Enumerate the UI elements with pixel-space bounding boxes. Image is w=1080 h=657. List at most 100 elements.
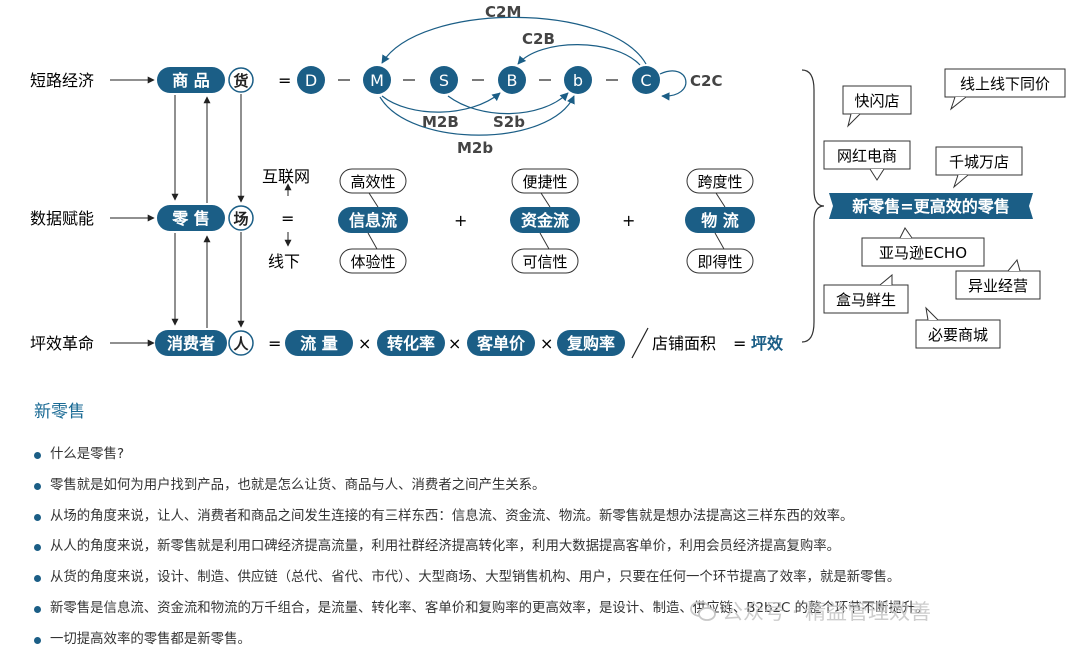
flow-1-connector-bottom <box>367 232 378 250</box>
row-label-efficiency: 坪效革命 <box>30 334 94 353</box>
flow-3-top: 跨度性 <box>697 173 742 191</box>
flow-3-connector-top <box>715 192 726 208</box>
arc-label-c2b: C2B <box>522 30 555 48</box>
chain-node-b-upper <box>498 66 526 94</box>
bubble-same-price <box>944 68 1066 98</box>
term-aov-pill <box>467 330 535 356</box>
right-brace <box>801 69 825 343</box>
new-retail-diagram: 短路经济 数据赋能 坪效革命 商 品 货 零 售 场 消费者 人 = D M S… <box>30 3 1066 359</box>
bubble-amazon-echo-text: 亚马逊ECHO <box>879 244 967 262</box>
chain-node-c-label: C <box>640 71 651 90</box>
times-1: × <box>358 334 371 353</box>
chain-node-b-lower-label: b <box>573 71 583 90</box>
bubble-hema <box>823 284 909 314</box>
flow-2-top-pill <box>511 168 579 194</box>
arc-m2b <box>381 92 501 113</box>
bullet-item: 从货的角度来说，设计、制造、供应链（总代、省代、市代）、大型商场、大型销售机构、… <box>34 563 929 594</box>
chain-equals: = <box>278 71 291 90</box>
pill-retail-label: 零 售 <box>171 209 210 228</box>
term-repurchase: 复购率 <box>566 334 615 353</box>
term-repurchase-pill <box>557 330 625 356</box>
bubble-flash-store-text: 快闪店 <box>854 92 899 110</box>
flow-plus-1: + <box>454 211 467 230</box>
pill-goods-label: 商 品 <box>172 71 210 90</box>
arc-label-s2b: S2b <box>493 113 525 131</box>
bubble-flash-store <box>842 85 912 115</box>
arc-c2b <box>517 44 641 66</box>
bubble-thousand-cities <box>935 146 1023 176</box>
times-3: × <box>540 334 553 353</box>
bullet-item: 零售就是如何为用户找到产品，也就是怎么让货、商品与人、消费者之间产生关系。 <box>34 471 929 502</box>
flow-2-main: 资金流 <box>521 211 569 230</box>
flow-2-main-pill <box>510 207 580 233</box>
pill-goods <box>157 67 225 93</box>
flow-3-top-pill <box>686 168 754 194</box>
chain-node-d-label: D <box>305 71 317 90</box>
bubble-amazon-echo-tail <box>899 227 913 239</box>
flow-2-bottom: 可信性 <box>522 253 567 271</box>
channel-offline: 线下 <box>268 252 300 271</box>
arc-m2b-lower <box>379 95 575 136</box>
tag-ren-label: 人 <box>233 335 249 353</box>
row-label-short-chain: 短路经济 <box>30 71 94 90</box>
chain-node-c <box>632 66 660 94</box>
bubble-same-price-text: 线上线下同价 <box>960 75 1050 93</box>
bubble-amazon-echo <box>861 237 985 267</box>
bubble-thousand-cities-tail <box>952 174 969 189</box>
flow-1-main: 信息流 <box>349 211 397 230</box>
bubble-biyao <box>915 319 1001 349</box>
term-conversion: 转化率 <box>387 334 435 353</box>
bubble-hema-tail <box>879 273 893 286</box>
arc-c2c <box>659 70 687 101</box>
flow-1-bottom: 体验性 <box>350 253 395 271</box>
tag-huo-label: 货 <box>233 72 248 90</box>
arc-s2b <box>447 92 569 115</box>
bubble-same-price-tail <box>949 96 967 111</box>
flow-1-connector-top <box>368 192 379 208</box>
chain-node-m <box>363 66 391 94</box>
pill-consumer-label: 消费者 <box>167 334 215 353</box>
bubble-thousand-cities-text: 千城万店 <box>949 153 1009 171</box>
arc-label-c2c: C2C <box>690 72 722 90</box>
tag-huo <box>228 67 254 93</box>
times-2: × <box>448 334 461 353</box>
formula-divider-slash <box>631 327 649 359</box>
bubble-hema-text: 盒马鲜生 <box>836 291 896 309</box>
formula-store-area: 店铺面积 <box>652 334 716 353</box>
bubble-cross-industry-tail <box>1007 258 1021 272</box>
arc-c2m <box>381 16 647 65</box>
bubble-flash-store-tail <box>847 113 861 128</box>
chain-node-d <box>297 66 325 94</box>
row-label-data-empower: 数据赋能 <box>30 209 94 228</box>
term-traffic: 流 量 <box>300 334 338 353</box>
bubble-influencer-ecommerce <box>823 140 911 170</box>
bullet-item: 一切提高效率的零售都是新零售。 <box>34 625 929 656</box>
bullet-item: 什么是零售? <box>34 440 929 471</box>
tag-ren <box>228 330 254 356</box>
flow-2-connector-bottom <box>539 232 550 250</box>
chain-node-b-lower <box>564 66 592 94</box>
bubble-cross-industry <box>955 270 1041 300</box>
pill-retail <box>157 205 225 231</box>
arc-label-m2b: M2B <box>422 113 459 131</box>
chain-node-s-label: S <box>439 71 449 90</box>
bubble-influencer-ecommerce-text: 网红电商 <box>837 147 897 165</box>
pill-consumer <box>155 330 227 356</box>
flow-1-top-pill <box>339 168 407 194</box>
formula-equals-2: = <box>733 334 746 353</box>
banner-new-retail <box>829 193 1033 219</box>
flow-2-bottom-pill <box>511 248 579 274</box>
flow-3-connector-bottom <box>714 232 725 250</box>
flow-2-top: 便捷性 <box>522 173 567 191</box>
arc-label-m2b-lower: M2b <box>457 139 493 157</box>
chain-node-b-upper-label: B <box>507 71 518 90</box>
term-traffic-pill <box>285 330 353 356</box>
flow-3-main-pill <box>685 207 755 233</box>
bubble-cross-industry-text: 异业经营 <box>968 277 1028 295</box>
bullet-item: 从场的角度来说，让人、消费者和商品之间发生连接的有三样东西：信息流、资金流、物流… <box>34 502 929 533</box>
bullet-item: 从人的角度来说，新零售就是利用口碑经济提高流量，利用社群经济提高转化率，利用大数… <box>34 532 929 563</box>
flow-1-main-pill <box>338 207 408 233</box>
term-conversion-pill <box>377 330 445 356</box>
section-title: 新零售 <box>34 402 85 422</box>
formula-equals: = <box>268 334 281 353</box>
